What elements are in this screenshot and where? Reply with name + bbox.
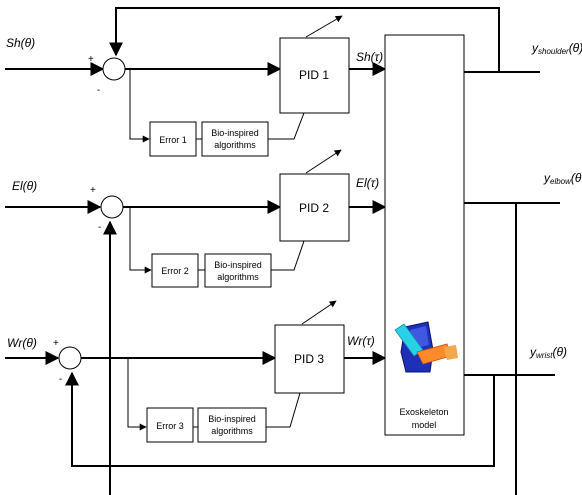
bio3-label-line2: algorithms xyxy=(211,426,253,436)
shoulder-feedback-loop xyxy=(109,7,500,72)
bio1-to-pid1 xyxy=(268,112,305,140)
shoulder-error-branch xyxy=(129,69,150,143)
shoulder-control-label: Sh(τ) xyxy=(356,50,383,64)
error1-label: Error 1 xyxy=(159,135,187,145)
exoskeleton-arm-image xyxy=(393,315,458,377)
wrist-plus-sign: + xyxy=(53,338,59,349)
pid3-tuning-arrow xyxy=(301,300,337,325)
bio1-label-line1: Bio-inspired xyxy=(211,128,259,138)
elbow-minus-sign: - xyxy=(98,222,101,233)
bio3-label-line1: Bio-inspired xyxy=(208,414,256,424)
bio1-block xyxy=(201,121,269,157)
pid2-label: PID 2 xyxy=(299,201,329,215)
wrist-control-label: Wr(τ) xyxy=(347,334,375,348)
pid1-tuning-arrow xyxy=(305,15,343,38)
error2-block xyxy=(151,253,199,288)
wrist-summing-junction xyxy=(58,346,82,370)
elbow-output-label: yelbow(θ xyxy=(543,171,582,186)
pid3-block xyxy=(274,324,345,394)
pid2-tuning-arrow xyxy=(305,149,342,174)
elbow-control-label: El(τ) xyxy=(356,176,379,190)
wrist-input-label: Wr(θ) xyxy=(7,336,37,350)
shoulder-input-label: Sh(θ) xyxy=(6,36,35,50)
wrist-feedback-loop xyxy=(65,371,495,467)
bio2-block xyxy=(204,253,272,288)
error3-label: Error 3 xyxy=(156,421,184,431)
bio3-to-pid3 xyxy=(266,392,301,428)
bio1-label-line2: algorithms xyxy=(214,140,256,150)
wrist-minus-sign: - xyxy=(59,374,62,385)
elbow-input-label: El(θ) xyxy=(12,179,37,193)
bio3-block xyxy=(197,407,267,443)
elbow-summing-junction xyxy=(100,195,124,219)
elbow-error-branch xyxy=(129,207,152,274)
wrist-output-label: ywrist(θ) xyxy=(529,345,567,360)
shoulder-output-label: yshoulder(θ) xyxy=(531,41,582,56)
exoskeleton-label-line1: Exoskeleton xyxy=(399,407,448,417)
bio2-label-line2: algorithms xyxy=(217,272,259,282)
shoulder-minus-sign: - xyxy=(97,85,100,96)
exoskeleton-label-line2: model xyxy=(412,420,437,430)
shoulder-plus-sign: + xyxy=(88,54,94,65)
wrist-error-branch xyxy=(127,358,147,431)
pid3-label: PID 3 xyxy=(294,352,324,366)
pid1-block xyxy=(279,37,350,114)
elbow-plus-sign: + xyxy=(90,185,96,196)
error3-block xyxy=(146,407,194,443)
shoulder-summing-junction xyxy=(102,57,126,81)
error2-label: Error 2 xyxy=(161,266,189,276)
bio2-to-pid2 xyxy=(271,240,305,271)
pid1-label: PID 1 xyxy=(299,68,329,82)
bio2-label-line1: Bio-inspired xyxy=(214,260,262,270)
error1-block xyxy=(149,121,197,157)
